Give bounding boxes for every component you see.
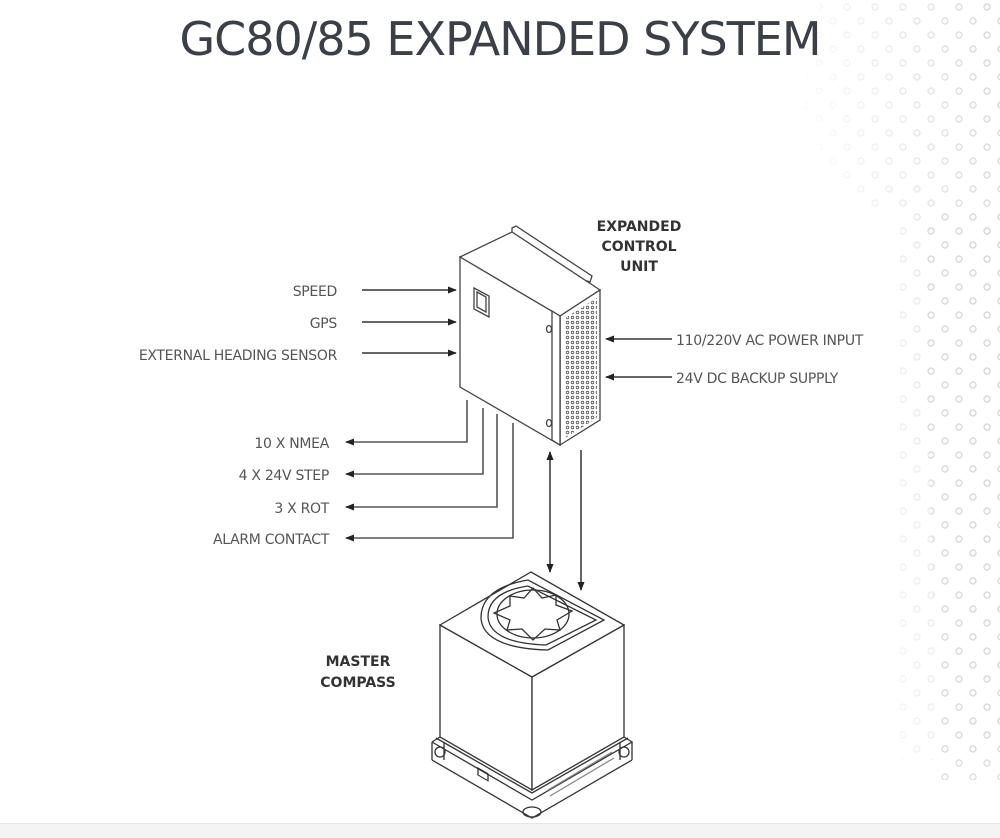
page-title: GC80/85 EXPANDED SYSTEM (179, 12, 821, 66)
output-label-nmea: 10 X NMEA (254, 436, 329, 452)
nmea-output-line (345, 400, 468, 446)
output-label-step: 4 X 24V STEP (239, 468, 329, 484)
control-unit-label-line-3: UNIT (620, 259, 658, 275)
slide-bottom-border (0, 823, 1000, 838)
output-label-alarm-contact: ALARM CONTACT (213, 532, 330, 548)
compass-label-line-1: MASTER (326, 654, 391, 670)
control-unit-label-line-2: CONTROL (601, 239, 676, 255)
input-label-speed: SPEED (293, 284, 337, 300)
control-unit-label-line-1: EXPANDED (597, 219, 682, 235)
alarm-output-line (345, 423, 514, 542)
input-label-dc-backup: 24V DC BACKUP SUPPLY (676, 371, 839, 387)
output-label-rot: 3 X ROT (274, 501, 329, 517)
input-label-ac-power: 110/220V AC POWER INPUT (676, 333, 864, 349)
rot-output-line (345, 414, 498, 511)
master-compass-drawing (431, 571, 634, 819)
compass-label-line-2: COMPASS (320, 675, 395, 691)
step-output-line (345, 408, 484, 478)
input-label-gps: GPS (310, 316, 338, 332)
input-label-external-heading-sensor: EXTERNAL HEADING SENSOR (139, 348, 338, 364)
expanded-control-unit-drawing (458, 225, 602, 447)
